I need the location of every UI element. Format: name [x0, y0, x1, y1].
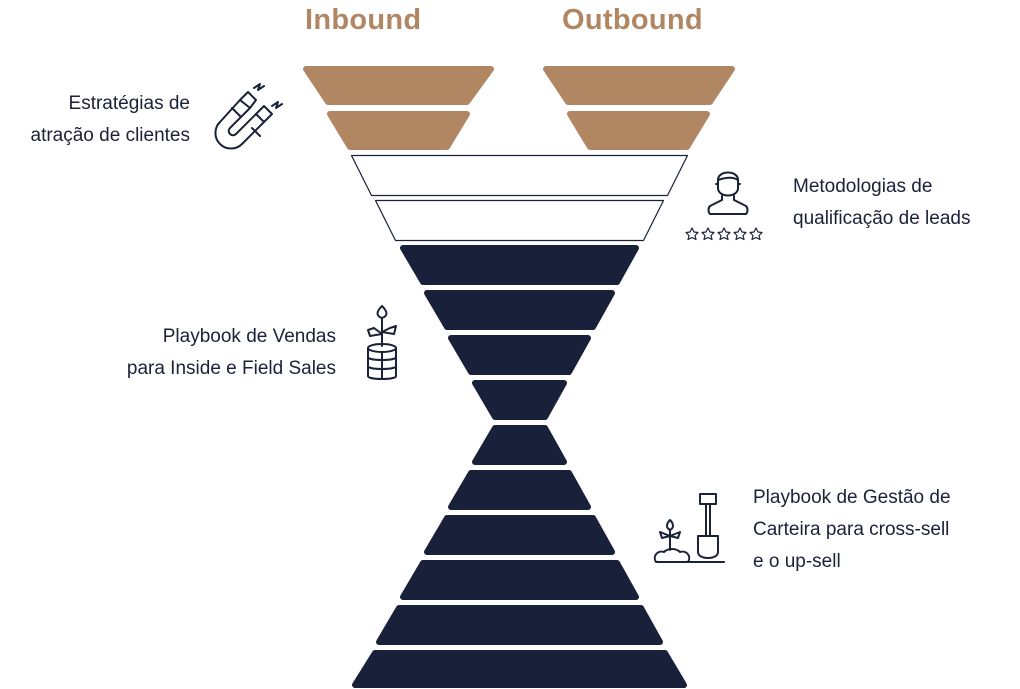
portfolio-layer [400, 560, 639, 600]
label-line: Playbook de Gestão de [753, 487, 951, 508]
outbound-layer [567, 111, 710, 150]
qualification-label: Metodologias de qualificação de leads [793, 171, 970, 235]
sales-layer [424, 290, 615, 330]
attraction-label: Estratégias de atração de clientes [31, 88, 191, 152]
playbook-sales-label: Playbook de Vendas para Inside e Field S… [127, 321, 336, 385]
portfolio-layer [376, 605, 663, 645]
qualification-layer [350, 154, 689, 197]
label-line: e o up-sell [753, 551, 841, 572]
plant-coins-icon [367, 305, 397, 380]
portfolio-layer [352, 650, 687, 688]
label-line: atração de clientes [30, 125, 191, 146]
label-line: Carteira para cross-sell [753, 519, 950, 540]
sales-layer [448, 335, 591, 375]
inbound-layer [327, 111, 470, 150]
label-line: Playbook de Vendas [162, 326, 336, 347]
label-line: Metodologias de [793, 176, 933, 197]
outbound-heading: Outbound [562, 4, 703, 36]
portfolio-layer [424, 515, 615, 555]
portfolio-layer [472, 425, 567, 465]
plant-shovel-icon [653, 493, 725, 563]
label-line: qualificação de leads [793, 208, 971, 229]
inbound-heading: Inbound [305, 4, 422, 36]
magnet-icon [214, 83, 283, 150]
qualification-layer [374, 199, 665, 242]
outbound-layer [543, 66, 735, 105]
label-line: Estratégias de [68, 93, 190, 114]
sales-layer [472, 380, 567, 420]
inbound-layer [303, 66, 494, 105]
label-line: para Inside e Field Sales [126, 358, 336, 379]
person-rating-icon [685, 171, 763, 241]
playbook-portfolio-label: Playbook de Gestão de Carteira para cros… [753, 482, 951, 578]
portfolio-layer [448, 470, 591, 510]
sales-layer [400, 245, 639, 285]
